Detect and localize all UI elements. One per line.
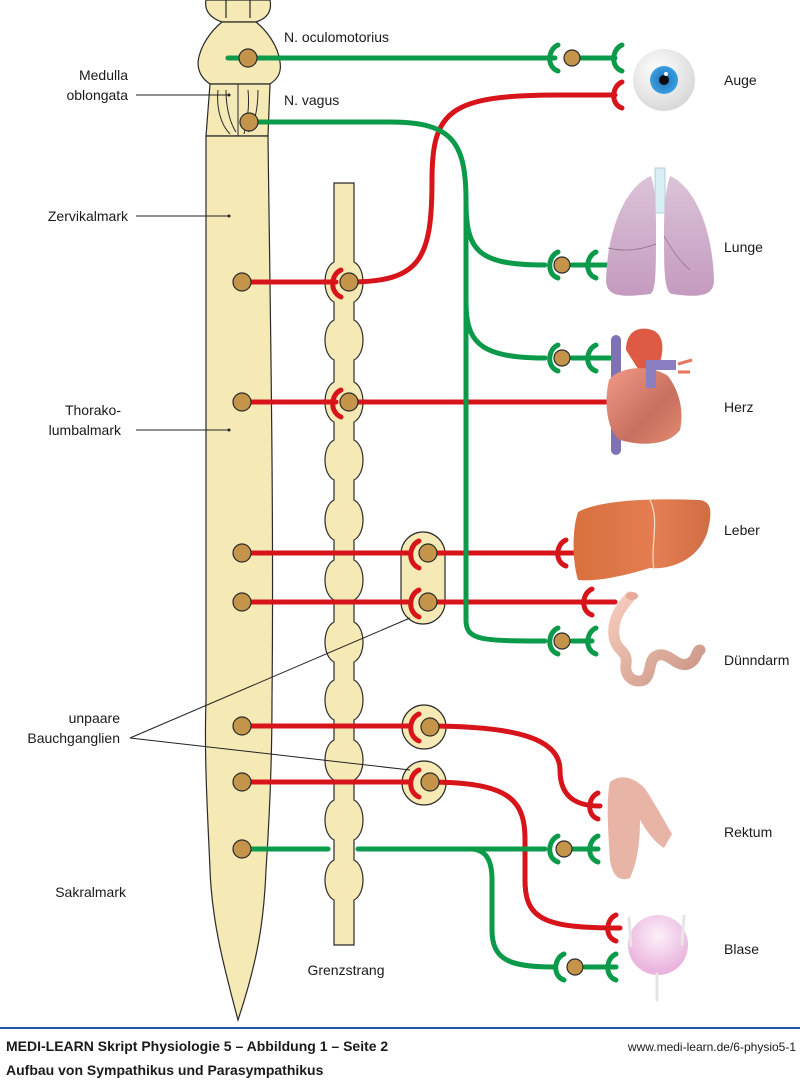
figure-caption: Aufbau von Sympathikus und Parasympathik… (6, 1062, 324, 1078)
nucleus-vagus (239, 112, 259, 132)
footer-url[interactable]: www.medi-learn.de/6-physio5-1 (627, 1040, 796, 1054)
organ-label-auge: Auge (724, 72, 757, 88)
organ-small-intestine (608, 591, 706, 687)
label-zervikalmark: Zervikalmark (48, 208, 129, 224)
organ-label-lunge: Lunge (724, 239, 763, 255)
label-n-vagus: N. vagus (284, 92, 339, 108)
organ-liver (573, 499, 711, 581)
neuron-cell-bodies (232, 48, 584, 976)
leader-lines (129, 94, 411, 771)
organ-lung (606, 167, 714, 296)
organ-rectum (607, 777, 672, 880)
organ-label-rektum: Rektum (724, 824, 772, 840)
label-unpaare-line2: Bauchganglien (27, 730, 120, 746)
autonomic-nervous-system-diagram: Medulla oblongata Zervikalmark Thorako- … (27, 0, 789, 1023)
spinal-cord (204, 135, 274, 1023)
organ-eye (633, 49, 695, 111)
sympathetic-trunk (324, 182, 364, 946)
organ-label-duenndarm: Dünndarm (724, 652, 789, 668)
brainstem (197, 0, 281, 137)
sympathetic-pathways (239, 79, 625, 944)
label-unpaare-line1: unpaare (69, 710, 121, 726)
organ-heart (606, 328, 693, 455)
nucleus-oculomotor (238, 48, 258, 68)
organ-label-leber: Leber (724, 522, 760, 538)
label-medulla-line1: Medulla (79, 67, 128, 83)
organ-label-herz: Herz (724, 399, 754, 415)
footer-divider (0, 1027, 800, 1029)
label-thorako-line2: lumbalmark (49, 422, 122, 438)
parasympathetic-pathways (225, 42, 625, 983)
organ-label-blase: Blase (724, 941, 759, 957)
label-medulla-line2: oblongata (66, 87, 128, 103)
organ-bladder (627, 914, 688, 1002)
label-sakralmark: Sakralmark (55, 884, 127, 900)
label-grenzstrang: Grenzstrang (307, 962, 384, 978)
label-thorako-line1: Thorako- (65, 402, 121, 418)
footer-title: MEDI-LEARN Skript Physiologie 5 – Abbild… (6, 1038, 389, 1054)
label-n-oculomotorius: N. oculomotorius (284, 29, 389, 45)
